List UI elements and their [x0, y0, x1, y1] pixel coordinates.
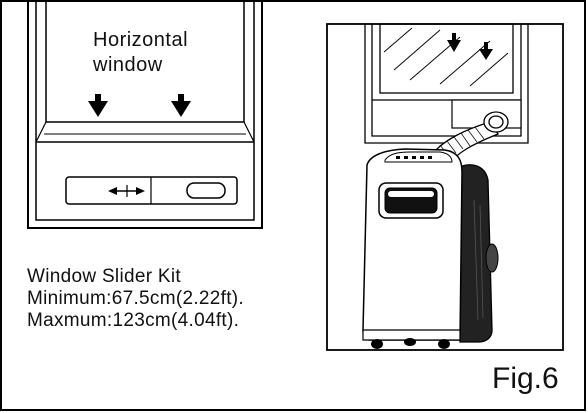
down-arrow-icon — [447, 33, 461, 52]
installation-inset — [326, 23, 564, 351]
portable-ac-unit — [362, 148, 499, 349]
window-diagram — [27, 0, 263, 229]
kit-maximum: Maxmum:123cm(4.04ft). — [27, 310, 240, 331]
double-arrow-icon — [108, 185, 145, 197]
window-label: Horizontal window — [93, 28, 188, 78]
kit-specs: Window Slider Kit Minimum:67.5cm(2.22ft)… — [27, 266, 244, 332]
slider-kit-vent — [186, 182, 226, 199]
down-arrow-icon — [88, 94, 108, 117]
window-label-line2: window — [93, 54, 163, 76]
figure-label: Fig.6 — [492, 362, 559, 395]
window-label-line1: Horizontal — [93, 29, 189, 51]
caster-wheels — [371, 338, 450, 349]
down-arrow-icon — [479, 42, 493, 60]
down-arrow-icon — [171, 94, 191, 117]
kit-title: Window Slider Kit — [27, 266, 181, 287]
kit-minimum: Minimum:67.5cm(2.22ft). — [27, 288, 245, 309]
